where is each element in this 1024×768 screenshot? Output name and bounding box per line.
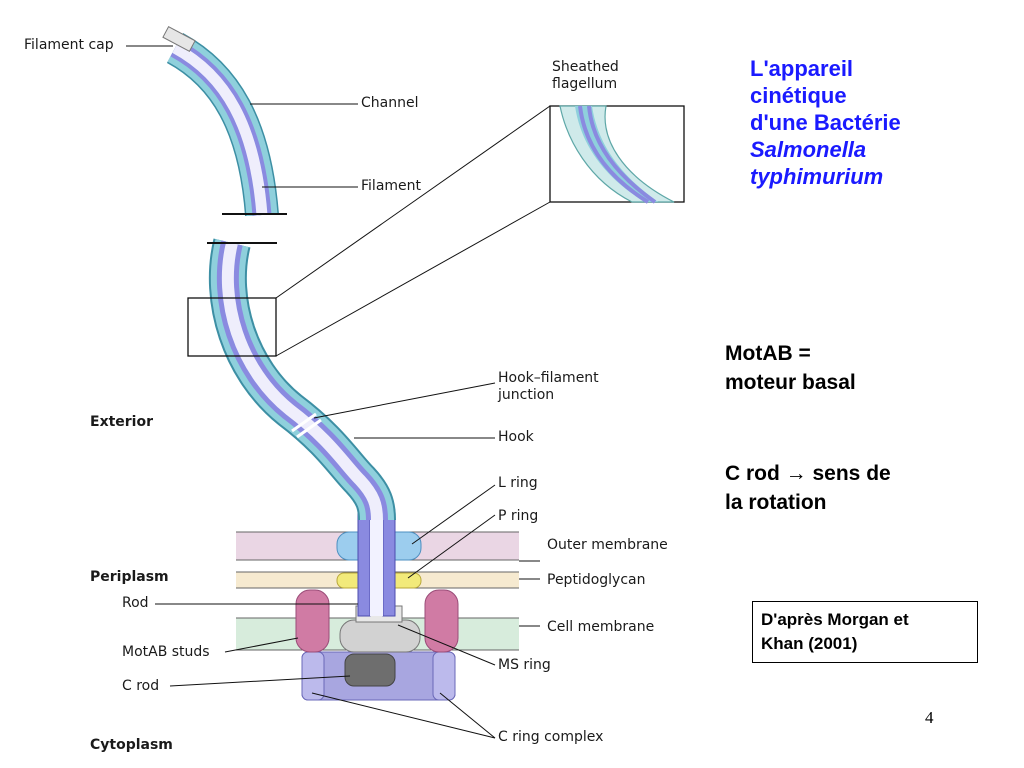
label-flagellum: flagellum: [552, 76, 618, 92]
label-c-rod: C rod: [122, 678, 160, 694]
label-junction: junction: [498, 387, 555, 403]
page-number: 4: [925, 708, 934, 727]
label-motab-studs: MotAB studs: [122, 644, 210, 660]
filament-cap-shape: [162, 25, 196, 53]
note-crod: C rod → sens de la rotation: [725, 459, 891, 517]
title-line-5: typhimurium: [750, 164, 884, 189]
slide-title: L'appareil cinétique d'une Bactérie Salm…: [750, 55, 901, 190]
label-cell-membrane: Cell membrane: [547, 619, 655, 635]
label-sheathed: Sheathed: [552, 59, 619, 75]
label-p-ring: P ring: [498, 508, 539, 524]
title-line-3: d'une Bactérie: [750, 110, 901, 135]
sheathed-flagellum-detail: [559, 105, 675, 204]
motab-stud-left: [295, 589, 330, 653]
filament-upper: [166, 33, 279, 217]
reference-line-2: Khan (2001): [761, 634, 858, 653]
title-line-2: cinétique: [750, 83, 847, 108]
region-periplasm: Periplasm: [90, 569, 169, 585]
motab-stud-right: [424, 589, 459, 653]
note-motab-line-1: MotAB =: [725, 342, 811, 365]
region-exterior: Exterior: [90, 414, 154, 430]
title-line-1: L'appareil: [750, 56, 854, 81]
label-c-ring-complex: C ring complex: [498, 729, 604, 745]
label-hook: Hook: [498, 429, 534, 445]
label-outer-membrane: Outer membrane: [547, 537, 668, 553]
zoom-source-box: [187, 297, 277, 357]
region-cytoplasm: Cytoplasm: [90, 737, 173, 753]
label-peptidoglycan: Peptidoglycan: [547, 572, 646, 588]
note-motab: MotAB = moteur basal: [725, 339, 856, 397]
label-hook-filament-junction: Hook–filament: [498, 370, 599, 386]
note-crod-line-1: C rod → sens de: [725, 462, 891, 485]
label-filament: Filament: [361, 178, 422, 194]
label-channel: Channel: [361, 95, 419, 111]
label-filament-cap: Filament cap: [24, 37, 114, 53]
filament-lower: [208, 238, 396, 521]
label-ms-ring: MS ring: [498, 657, 551, 673]
label-rod: Rod: [122, 595, 149, 611]
rod-shape: [357, 509, 371, 617]
leader-lines: [126, 45, 540, 739]
label-l-ring: L ring: [498, 475, 538, 491]
ms-ring-shape: [339, 619, 421, 653]
reference-line-1: D'après Morgan et: [761, 610, 909, 629]
reference-box: D'après Morgan et Khan (2001): [752, 601, 978, 663]
title-line-4: Salmonella: [750, 137, 867, 162]
note-motab-line-2: moteur basal: [725, 371, 856, 394]
note-crod-line-2: la rotation: [725, 491, 827, 514]
c-rod-shape: [344, 653, 396, 687]
